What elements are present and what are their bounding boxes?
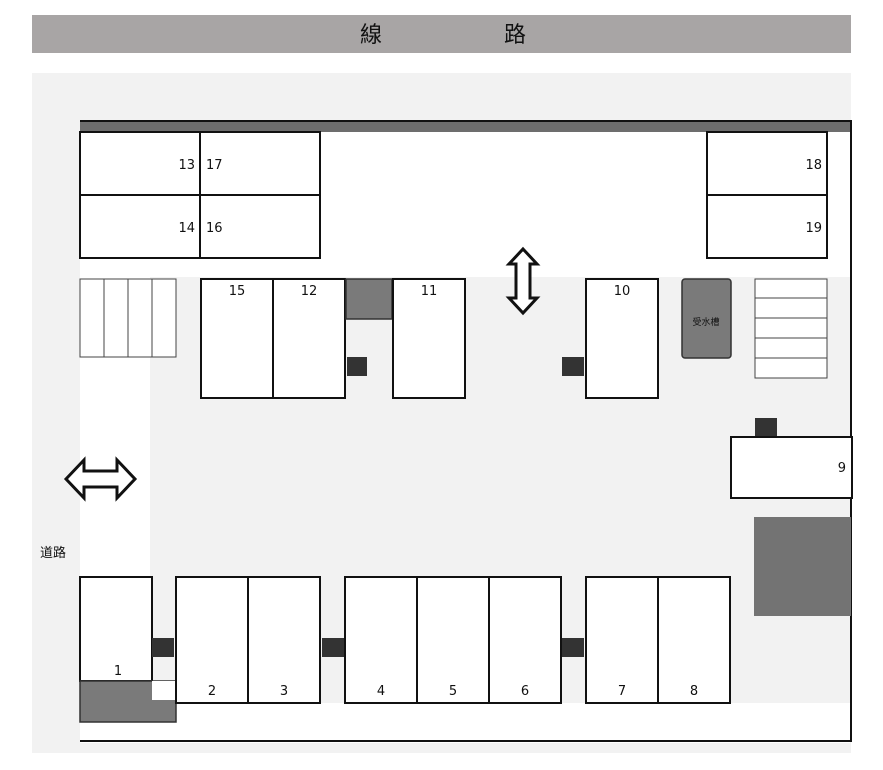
svg-text:10: 10 (614, 284, 631, 299)
svg-text:18: 18 (805, 158, 822, 173)
svg-text:19: 19 (805, 221, 822, 236)
svg-text:12: 12 (301, 284, 318, 299)
slot-14[interactable]: 14 (79, 194, 201, 259)
svg-text:16: 16 (206, 221, 223, 236)
svg-text:7: 7 (618, 684, 626, 699)
slot-13[interactable]: 13 (79, 131, 201, 196)
slot-6[interactable]: 6 (488, 576, 562, 704)
slot-18[interactable]: 18 (706, 131, 828, 196)
slot-3[interactable]: 3 (247, 576, 321, 704)
svg-text:15: 15 (229, 284, 246, 299)
pillar (322, 638, 344, 657)
svg-text:2: 2 (208, 684, 216, 699)
pillar (347, 357, 367, 376)
svg-text:9: 9 (838, 461, 846, 476)
slot-4[interactable]: 4 (344, 576, 418, 704)
pillar (152, 638, 174, 657)
slot-7[interactable]: 7 (585, 576, 659, 704)
slot-2[interactable]: 2 (175, 576, 249, 704)
water-tank: 受水槽 (681, 278, 732, 359)
slot-1[interactable]: 1 (79, 576, 153, 682)
pillar (562, 357, 584, 376)
svg-text:14: 14 (178, 221, 195, 236)
utility-box (345, 278, 393, 320)
svg-text:8: 8 (690, 684, 698, 699)
south-lane (80, 703, 850, 743)
svg-text:6: 6 (521, 684, 529, 699)
railway-banner (32, 15, 851, 53)
svg-text:1: 1 (114, 664, 122, 679)
water-tank-label: 受水槽 (692, 316, 719, 328)
slot-10[interactable]: 10 (585, 278, 659, 399)
svg-text:11: 11 (421, 284, 438, 299)
pillar (562, 638, 584, 657)
site-boundary (80, 120, 852, 742)
slot-15[interactable]: 15 (200, 278, 274, 399)
railway-label-b: 路 (504, 23, 526, 48)
slot-17[interactable]: 17 (199, 131, 321, 196)
slot-11[interactable]: 11 (392, 278, 466, 399)
gap (152, 681, 176, 700)
svg-text:4: 4 (377, 684, 385, 699)
slot-8[interactable]: 8 (657, 576, 731, 704)
horizontal-double-arrow-icon (63, 456, 138, 502)
slot-5[interactable]: 5 (416, 576, 490, 704)
svg-text:5: 5 (449, 684, 457, 699)
slot-16[interactable]: 16 (199, 194, 321, 259)
svg-text:3: 3 (280, 684, 288, 699)
pillar (755, 418, 777, 437)
vertical-double-arrow-icon (505, 246, 541, 316)
slot-19[interactable]: 19 (706, 194, 828, 259)
slot-9[interactable]: 9 (730, 436, 853, 499)
storage-block (754, 517, 851, 616)
bike-rack-left (79, 278, 177, 358)
railway-label-a: 線 (360, 23, 382, 48)
north-wall (80, 121, 851, 132)
svg-text:17: 17 (206, 158, 223, 173)
bike-rack-right (754, 278, 828, 379)
slot-12[interactable]: 12 (272, 278, 346, 399)
road-label: 道路 (40, 545, 66, 561)
svg-text:13: 13 (178, 158, 195, 173)
